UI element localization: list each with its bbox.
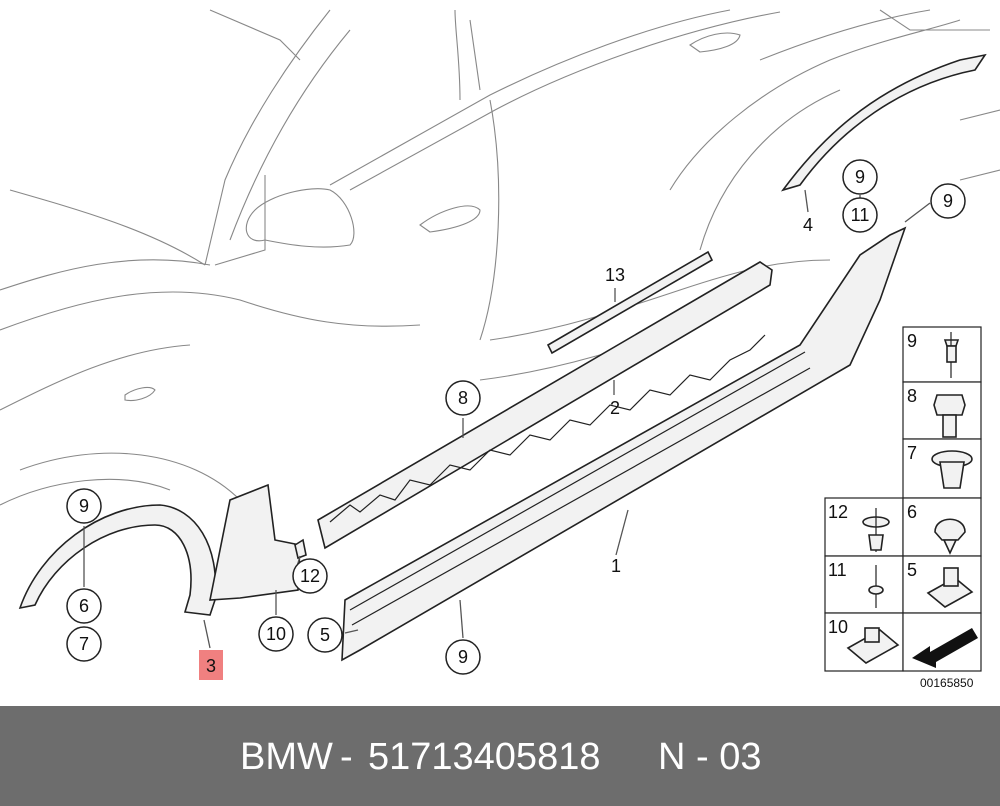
svg-text:7: 7: [79, 634, 89, 654]
svg-text:9: 9: [855, 167, 865, 187]
svg-text:4: 4: [803, 215, 813, 235]
svg-text:1: 1: [611, 556, 621, 576]
callout-9-rear-bracket: 9: [930, 183, 966, 219]
leader-lines: [83, 189, 931, 649]
legend-label-9: 9: [907, 331, 917, 351]
legend-label-11: 11: [828, 560, 847, 580]
part-number: 51713405818: [368, 736, 601, 778]
svg-text:8: 8: [458, 388, 468, 408]
callout-4: 4: [803, 215, 813, 235]
blind-rivet-icon: [943, 332, 960, 378]
callout-11: 11: [842, 197, 878, 233]
svg-text:9: 9: [943, 191, 953, 211]
svg-text:10: 10: [266, 624, 286, 644]
fastener-legend: 9 8 7 12 6 11 5 10: [824, 326, 982, 690]
svg-text:9: 9: [458, 647, 468, 667]
part-2-mounting-rail: [317, 261, 773, 550]
part-3-front-wheel-arch: [18, 504, 217, 616]
callout-3: 3: [199, 650, 223, 680]
legend-label-10: 10: [828, 617, 848, 637]
brand-label: BMW: [240, 736, 333, 778]
part-4-rear-wheel-arch: [780, 53, 987, 192]
footer-bar: BMW - 51713405818 N - 03: [0, 706, 1000, 806]
callout-9-rear-arch: 9: [842, 159, 878, 195]
legend-label-12: 12: [828, 502, 848, 522]
push-pin-icon: [934, 518, 966, 555]
diagram-id: 00165850: [920, 676, 974, 690]
nut-insert-icon: [931, 450, 973, 489]
rivet-pin-icon: [868, 565, 884, 608]
callout-9-sill: 9: [445, 639, 481, 675]
reference-code: N - 03: [658, 736, 762, 778]
svg-text:11: 11: [851, 205, 870, 225]
callout-13: 13: [605, 265, 625, 285]
legend-label-6: 6: [907, 502, 917, 522]
callout-2: 2: [610, 398, 620, 418]
callout-5: 5: [307, 617, 343, 653]
callout-12: 12: [292, 558, 328, 594]
expanding-clip-icon: [862, 508, 890, 552]
callout-10: 10: [258, 616, 294, 652]
separator: -: [340, 736, 353, 778]
clip-nut-icon: [926, 567, 974, 608]
part-1-side-skirt: [341, 226, 907, 662]
callout-6: 6: [66, 588, 102, 624]
svg-text:13: 13: [605, 265, 625, 285]
svg-text:9: 9: [79, 496, 89, 516]
callout-7: 7: [66, 626, 102, 662]
legend-label-7: 7: [907, 443, 917, 463]
callout-1: 1: [611, 556, 621, 576]
parts-diagram: 1 2 3 4 5 6 7 8 9 9 9 9 10 11 12 13 9 8 …: [0, 9, 1000, 690]
callout-9-front-arch: 9: [66, 488, 102, 524]
hex-bolt-icon: [933, 394, 966, 438]
callout-8: 8: [445, 380, 481, 416]
svg-text:6: 6: [79, 596, 89, 616]
legend-label-8: 8: [907, 386, 917, 406]
spring-nut-icon: [846, 627, 900, 664]
svg-text:5: 5: [320, 625, 330, 645]
part-10-bracket: [209, 483, 301, 601]
direction-arrow-icon: [912, 628, 978, 668]
svg-text:12: 12: [300, 566, 320, 586]
car-body-outline: [0, 9, 1000, 506]
svg-text:2: 2: [610, 398, 620, 418]
svg-text:3: 3: [206, 656, 216, 676]
part-13-strip: [546, 250, 714, 355]
legend-label-5: 5: [907, 560, 917, 580]
part-12-clip: [294, 538, 307, 560]
